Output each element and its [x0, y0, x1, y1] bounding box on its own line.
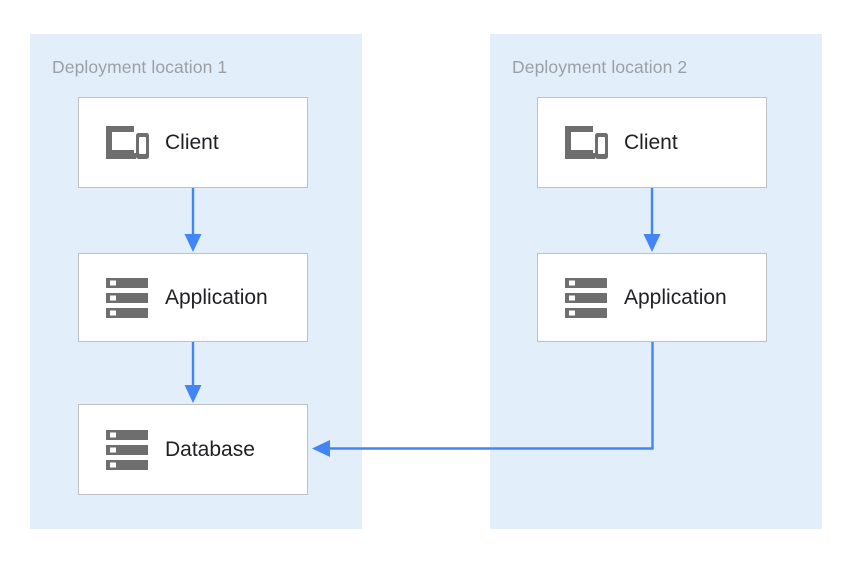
node-client-1-label: Client — [165, 130, 219, 154]
node-client-2-label: Client — [624, 130, 678, 154]
zone-1-label: Deployment location 1 — [52, 57, 228, 77]
node-database-1-label: Database — [165, 437, 255, 461]
node-database-1[interactable]: Database — [78, 404, 308, 495]
client-devices-icon — [99, 115, 155, 171]
server-stack-icon — [99, 270, 155, 326]
node-application-2-label: Application — [624, 285, 727, 309]
server-stack-icon — [99, 422, 155, 478]
client-devices-icon — [558, 115, 614, 171]
server-stack-icon — [558, 270, 614, 326]
node-application-1-label: Application — [165, 285, 268, 309]
node-client-2[interactable]: Client — [537, 97, 767, 188]
node-client-1[interactable]: Client — [78, 97, 308, 188]
node-application-2[interactable]: Application — [537, 253, 767, 342]
zone-2-label: Deployment location 2 — [512, 57, 688, 77]
node-application-1[interactable]: Application — [78, 253, 308, 342]
